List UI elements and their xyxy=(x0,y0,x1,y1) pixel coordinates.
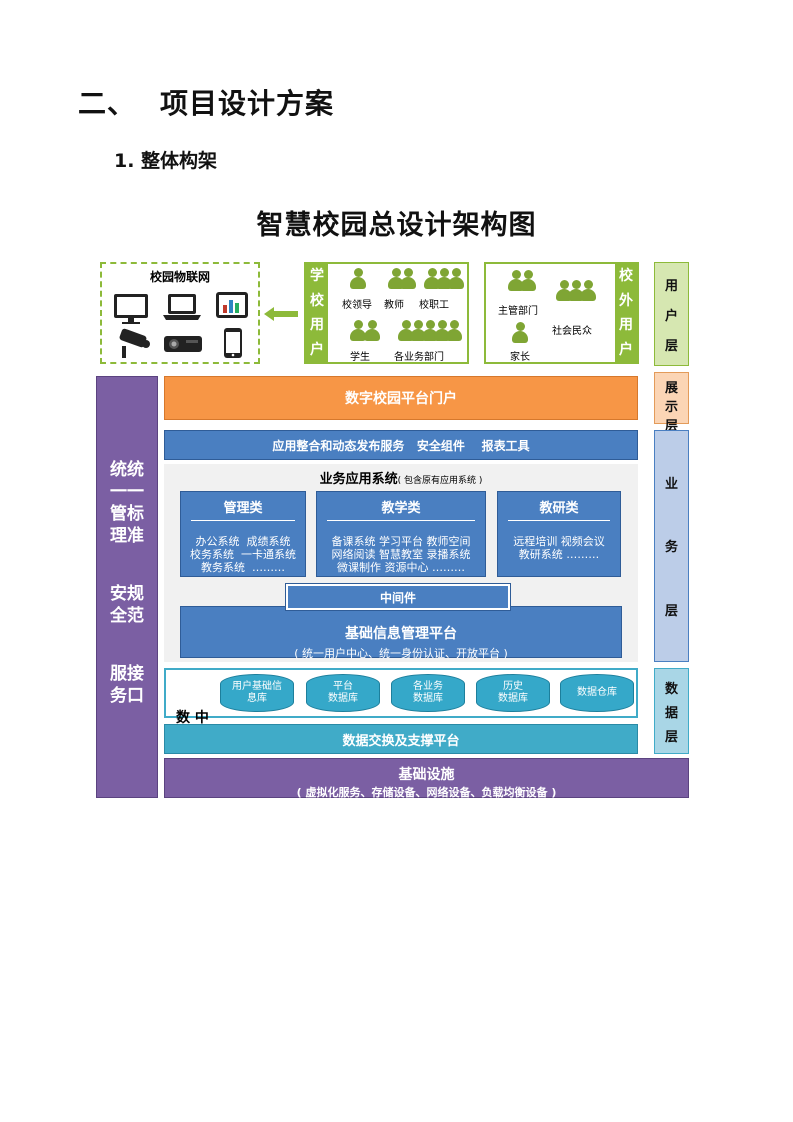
architecture-diagram: 校园物联网 xyxy=(94,258,694,803)
subsection-title: 1. 整体构架 xyxy=(114,150,218,172)
data-center-panel: 数 中据 心 用户基础信 息库 平台 数据库 各业务 数据库 历史 数据库 数据… xyxy=(164,668,638,743)
student-icon xyxy=(350,320,380,345)
projector-icon xyxy=(164,336,202,352)
camera-icon xyxy=(119,328,150,358)
group-public-label: 社会民众 xyxy=(552,326,592,337)
category-management: 管理类 办公系统 成绩系统 校务系统 一卡通系统 教务系统 ……… xyxy=(180,491,306,577)
user-info-db: 用户基础信 息库 xyxy=(220,674,294,712)
public-icon xyxy=(556,280,596,305)
leader-icon xyxy=(350,268,366,293)
iot-title: 校园物联网 xyxy=(149,270,210,284)
staff-icon xyxy=(424,268,464,293)
phone-icon xyxy=(224,328,242,358)
monitor-icon xyxy=(114,294,148,324)
portal-bar: 数字校园平台门户 xyxy=(164,376,638,420)
external-users-label: 校外用户 xyxy=(615,264,637,362)
section-number: 二、 xyxy=(78,87,137,120)
arrow-left-icon xyxy=(264,307,298,321)
business-area: 业务应用系统( 包含原有应用系统 ) 管理类 办公系统 成绩系统 校务系统 一卡… xyxy=(164,464,638,662)
group-leader-label: 校领导 xyxy=(342,300,372,311)
group-department-label: 各业务部门 xyxy=(394,352,444,363)
tablet-chart-icon xyxy=(216,292,248,318)
iot-panel: 校园物联网 xyxy=(100,262,260,364)
business-title: 业务应用系统( 包含原有应用系统 ) xyxy=(319,472,483,487)
group-student-label: 学生 xyxy=(350,352,370,363)
unified-management-label: 统统 一一 管标 理准 xyxy=(110,460,144,546)
section-title: 项目设计方案 xyxy=(160,87,335,120)
department-icon xyxy=(398,320,462,345)
group-staff-label: 校职工 xyxy=(419,300,449,311)
group-authority-label: 主管部门 xyxy=(498,306,538,317)
group-parent-label: 家长 xyxy=(510,352,530,363)
services-bar: 应用整合和动态发布服务 安全组件 报表工具 xyxy=(164,430,638,460)
school-users-label: 学校用户 xyxy=(306,264,328,362)
display-layer-label: 展示层 xyxy=(654,372,689,434)
security-label: 安规 全范 xyxy=(110,584,144,626)
group-teacher-label: 教师 xyxy=(384,300,404,311)
business-db: 各业务 数据库 xyxy=(391,674,465,712)
parent-icon xyxy=(512,322,528,347)
middleware-bar: 中间件 xyxy=(285,583,511,611)
exchange-bar: 数据交换及支撑平台 xyxy=(164,724,638,754)
business-layer-label: 业务层 xyxy=(654,430,689,662)
authority-icon xyxy=(508,270,536,295)
teacher-icon xyxy=(388,268,416,293)
user-layer-label: 用户层 xyxy=(654,262,689,366)
devices-icon-group xyxy=(114,292,248,358)
category-research: 教研类 远程培训 视频会议 教研系统 ……… xyxy=(497,491,621,577)
service-interface-label: 服接 务口 xyxy=(110,664,144,706)
base-platform-box: 基础信息管理平台 ( 统一用户中心、统一身份认证、开放平台 ) xyxy=(180,606,622,660)
data-layer-label: 数据层 xyxy=(654,668,689,754)
infrastructure-bar: 基础设施 ( 虚拟化服务、存储设备、网络设备、负载均衡设备 ) xyxy=(164,758,689,799)
category-teaching: 教学类 备课系统 学习平台 教师空间 网络阅读 智慧教室 录播系统 微课制作 资… xyxy=(316,491,486,577)
school-users-panel: 学校用户 校领导 教师 校职工 学生 各业务部门 xyxy=(304,262,469,364)
laptop-icon xyxy=(163,294,201,320)
platform-db: 平台 数据库 xyxy=(306,674,380,712)
diagram-title: 智慧校园总设计架构图 xyxy=(256,210,537,241)
left-standards-column: 统统 一一 管标 理准 安规 全范 服接 务口 xyxy=(96,376,158,798)
external-users-panel: 主管部门 社会民众 家长 校外用户 xyxy=(484,262,639,364)
data-warehouse-db: 数据仓库 xyxy=(560,674,634,712)
history-db: 历史 数据库 xyxy=(476,674,550,712)
